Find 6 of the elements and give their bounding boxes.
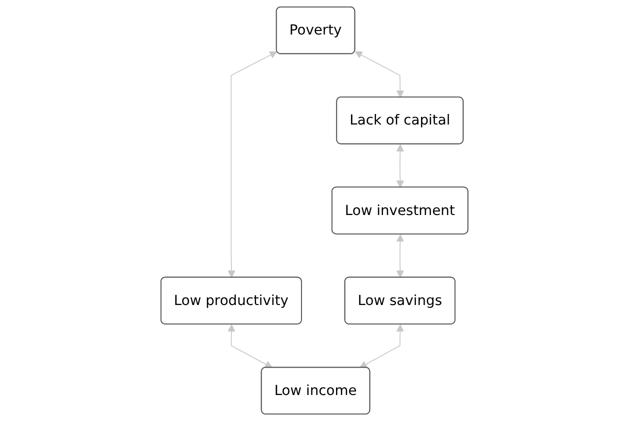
arrow [396,144,404,188]
arrow [396,234,404,278]
arrow [228,324,273,368]
arrow [354,51,404,98]
arrow [228,51,278,278]
arrow [360,324,404,368]
